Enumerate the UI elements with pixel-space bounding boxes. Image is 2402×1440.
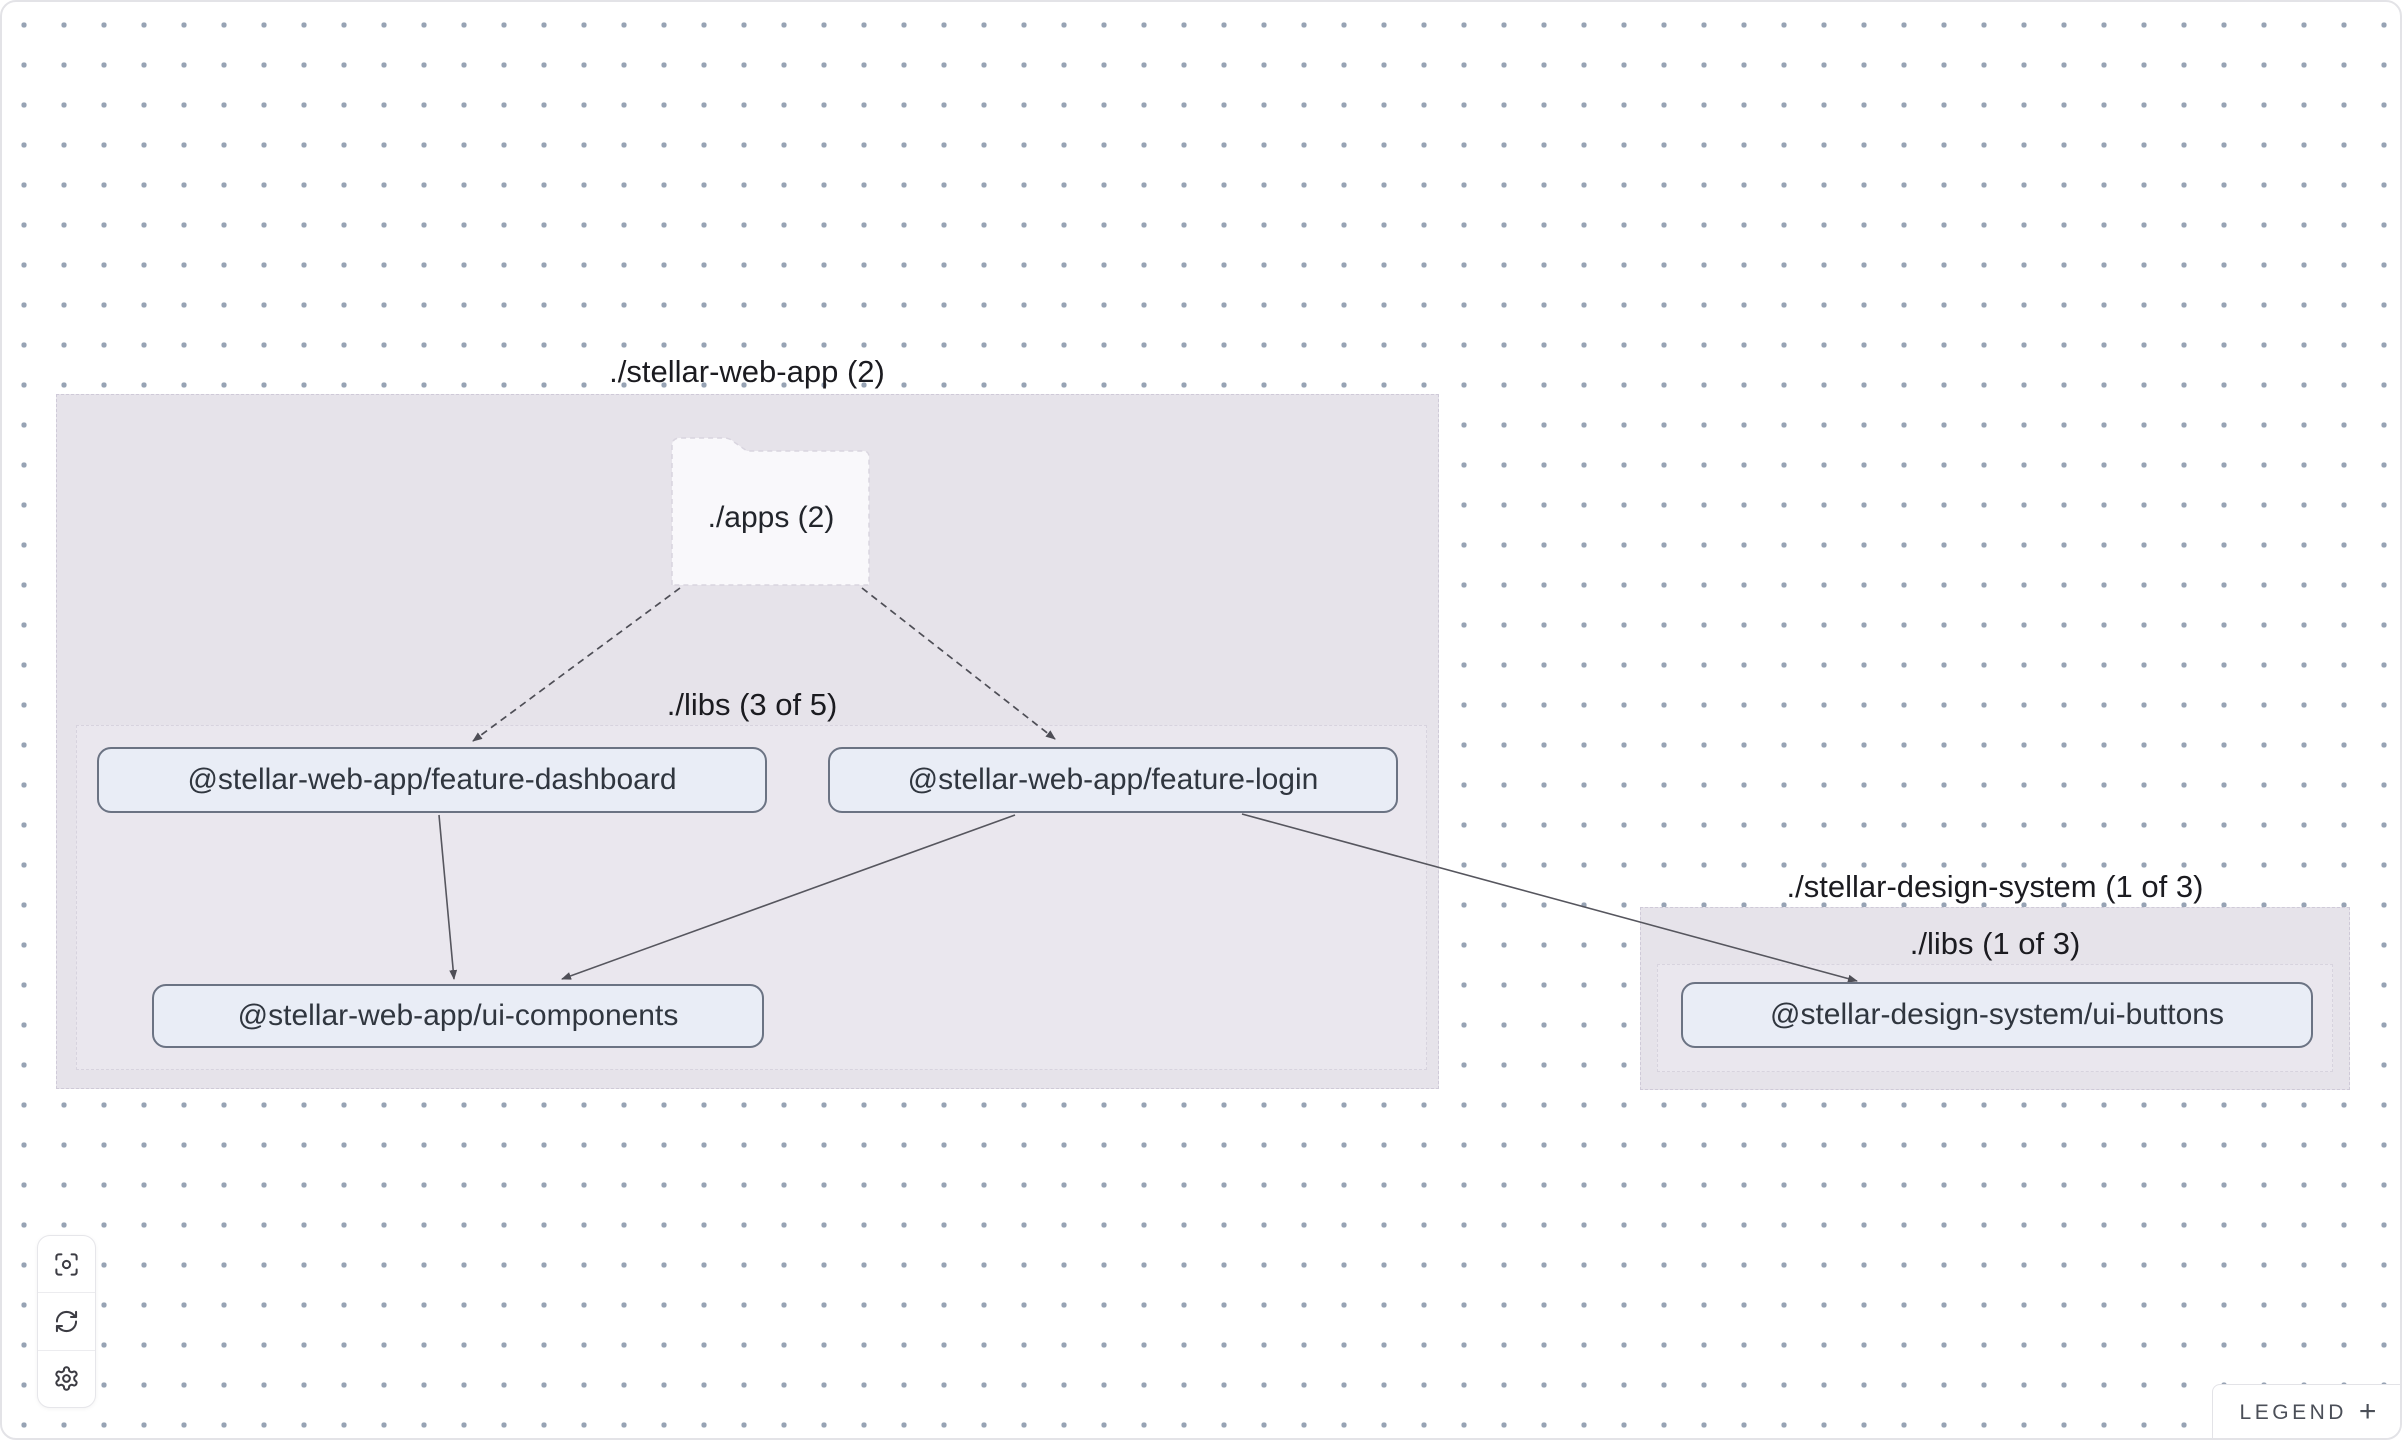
- legend-label: LEGEND: [2239, 1401, 2347, 1424]
- focus-icon: [55, 1253, 78, 1276]
- project-node-feature-dashboard[interactable]: @stellar-web-app/feature-dashboard: [97, 747, 767, 813]
- folder-node-apps[interactable]: ./apps (2): [670, 435, 872, 586]
- project-node-ui-components[interactable]: @stellar-web-app/ui-components: [152, 984, 764, 1048]
- project-node-ui-buttons[interactable]: @stellar-design-system/ui-buttons: [1681, 982, 2313, 1048]
- subgroup-label-libs-design-system: ./libs (1 of 3): [1909, 926, 2081, 961]
- canvas-toolbar: [37, 1235, 96, 1408]
- plus-icon: +: [2358, 1394, 2377, 1428]
- group-label-stellar-web-app: ./stellar-web-app (2): [609, 354, 885, 389]
- settings-icon: [55, 1366, 78, 1392]
- group-label-stellar-design-system: ./stellar-design-system (1 of 3): [1786, 869, 2204, 904]
- legend-toggle[interactable]: LEGEND +: [2212, 1384, 2400, 1438]
- subgroup-label-libs-web-app: ./libs (3 of 5): [666, 687, 838, 722]
- project-node-feature-login[interactable]: @stellar-web-app/feature-login: [828, 747, 1398, 813]
- refresh-icon: [55, 1310, 78, 1333]
- folder-icon: [671, 437, 870, 586]
- settings-button[interactable]: [38, 1349, 95, 1407]
- folder-label-apps: ./apps (2): [707, 500, 835, 534]
- focus-button[interactable]: [38, 1236, 95, 1292]
- refresh-button[interactable]: [38, 1292, 95, 1349]
